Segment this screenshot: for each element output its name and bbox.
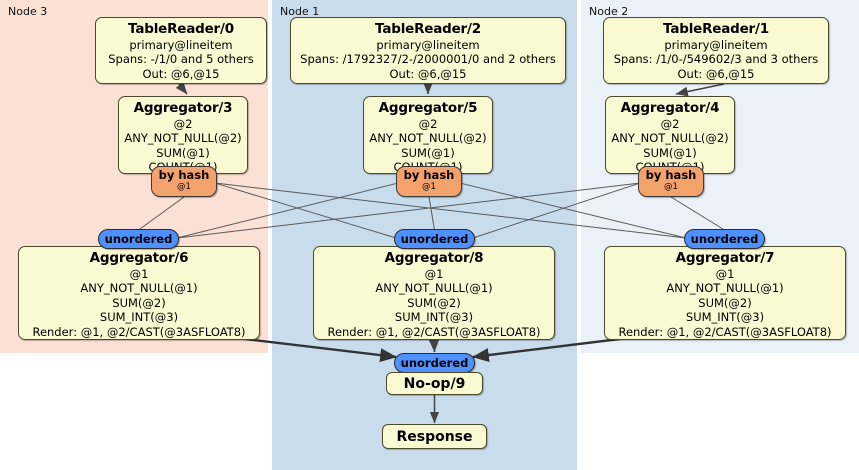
table-reader-1-box[interactable]: TableReader/1 primary@lineitem Spans: /1… xyxy=(603,17,829,84)
aggregator-6-line-0: @1 xyxy=(129,267,149,281)
aggregator-3-box[interactable]: Aggregator/3 @2 ANY_NOT_NULL(@2) SUM(@1)… xyxy=(118,96,248,174)
aggregator-8-box[interactable]: Aggregator/8 @1 ANY_NOT_NULL(@1) SUM(@2)… xyxy=(313,246,555,340)
node-label-node2: Node 2 xyxy=(589,5,629,18)
aggregator-5-line-2: SUM(@1) xyxy=(401,145,455,160)
aggregator-5-line-0: @2 xyxy=(418,117,438,131)
aggregator-8-line-1: ANY_NOT_NULL(@1) xyxy=(375,281,493,296)
aggregator-7-box[interactable]: Aggregator/7 @1 ANY_NOT_NULL(@1) SUM(@2)… xyxy=(604,246,846,340)
aggregator-4-title: Aggregator/4 xyxy=(620,100,720,116)
unordered-synchronizer-7[interactable]: unordered xyxy=(684,229,765,249)
table-reader-0-title: TableReader/0 xyxy=(128,21,234,37)
aggregator-7-title: Aggregator/7 xyxy=(675,250,775,266)
unordered-6-label: unordered xyxy=(104,232,173,246)
aggregator-6-line-3: SUM_INT(@3) xyxy=(99,310,179,325)
aggregator-7-line-3: SUM_INT(@3) xyxy=(685,310,765,325)
by-hash-router-5[interactable]: by hash @1 xyxy=(396,166,462,197)
aggregator-6-line-2: SUM(@2) xyxy=(112,295,166,310)
table-reader-1-table: primary@lineitem xyxy=(664,38,768,52)
table-reader-1-out: Out: @6,@15 xyxy=(677,66,755,81)
table-reader-2-title: TableReader/2 xyxy=(375,21,481,37)
aggregator-6-render: Render: @1, @2/CAST(@3ASFLOAT8) xyxy=(32,324,246,339)
aggregator-8-line-2: SUM(@2) xyxy=(407,295,461,310)
table-reader-0-table: primary@lineitem xyxy=(129,38,233,52)
table-reader-0-spans: Spans: -/1/0 and 5 others xyxy=(108,52,254,67)
table-reader-0-box[interactable]: TableReader/0 primary@lineitem Spans: -/… xyxy=(95,17,267,84)
by-hash-router-4[interactable]: by hash @1 xyxy=(638,166,704,197)
aggregator-7-line-0: @1 xyxy=(715,267,735,281)
table-reader-2-spans: Spans: /1792327/2-/2000001/0 and 2 other… xyxy=(300,52,556,67)
no-op-9-label: No-op/9 xyxy=(403,376,466,392)
aggregator-4-box[interactable]: Aggregator/4 @2 ANY_NOT_NULL(@2) SUM(@1)… xyxy=(605,96,735,174)
final-unordered-label: unordered xyxy=(400,356,469,370)
by-hash-router-3[interactable]: by hash @1 xyxy=(151,166,217,197)
aggregator-6-title: Aggregator/6 xyxy=(89,250,189,266)
by-hash-5-label: by hash xyxy=(403,168,455,182)
aggregator-8-render: Render: @1, @2/CAST(@3ASFLOAT8) xyxy=(327,324,541,339)
unordered-synchronizer-8[interactable]: unordered xyxy=(394,229,475,249)
aggregator-8-title: Aggregator/8 xyxy=(384,250,484,266)
aggregator-6-line-1: ANY_NOT_NULL(@1) xyxy=(80,281,198,296)
table-reader-2-table: primary@lineitem xyxy=(376,38,480,52)
unordered-7-label: unordered xyxy=(690,232,759,246)
aggregator-4-line-0: @2 xyxy=(660,117,680,131)
aggregator-4-line-1: ANY_NOT_NULL(@2) xyxy=(611,131,729,146)
node-label-node3: Node 3 xyxy=(8,5,48,18)
node-label-node1: Node 1 xyxy=(280,5,320,18)
aggregator-5-line-1: ANY_NOT_NULL(@2) xyxy=(369,131,487,146)
by-hash-4-label: by hash xyxy=(645,168,697,182)
table-reader-1-title: TableReader/1 xyxy=(663,21,769,37)
aggregator-7-render: Render: @1, @2/CAST(@3ASFLOAT8) xyxy=(618,324,832,339)
no-op-9-box[interactable]: No-op/9 xyxy=(386,372,483,395)
aggregator-8-line-3: SUM_INT(@3) xyxy=(394,310,474,325)
aggregator-7-line-1: ANY_NOT_NULL(@1) xyxy=(666,281,784,296)
unordered-8-label: unordered xyxy=(400,232,469,246)
table-reader-2-box[interactable]: TableReader/2 primary@lineitem Spans: /1… xyxy=(290,17,566,84)
aggregator-3-line-2: SUM(@1) xyxy=(156,145,210,160)
table-reader-2-out: Out: @6,@15 xyxy=(389,66,467,81)
by-hash-5-column: @1 xyxy=(422,182,436,192)
aggregator-8-line-0: @1 xyxy=(424,267,444,281)
by-hash-4-column: @1 xyxy=(664,182,678,192)
aggregator-6-box[interactable]: Aggregator/6 @1 ANY_NOT_NULL(@1) SUM(@2)… xyxy=(18,246,260,340)
table-reader-1-spans: Spans: /1/0-/549602/3 and 3 others xyxy=(613,52,819,67)
aggregator-7-line-2: SUM(@2) xyxy=(698,295,752,310)
response-label: Response xyxy=(396,429,473,445)
by-hash-3-label: by hash xyxy=(158,168,210,182)
final-unordered-synchronizer[interactable]: unordered xyxy=(394,353,475,373)
aggregator-3-line-0: @2 xyxy=(173,117,193,131)
aggregator-3-line-1: ANY_NOT_NULL(@2) xyxy=(124,131,242,146)
aggregator-5-title: Aggregator/5 xyxy=(378,100,478,116)
aggregator-5-box[interactable]: Aggregator/5 @2 ANY_NOT_NULL(@2) SUM(@1)… xyxy=(363,96,493,174)
aggregator-3-title: Aggregator/3 xyxy=(133,100,233,116)
by-hash-3-column: @1 xyxy=(177,182,191,192)
response-box[interactable]: Response xyxy=(382,424,487,449)
aggregator-4-line-2: SUM(@1) xyxy=(643,145,697,160)
table-reader-0-out: Out: @6,@15 xyxy=(142,66,220,81)
unordered-synchronizer-6[interactable]: unordered xyxy=(98,229,179,249)
